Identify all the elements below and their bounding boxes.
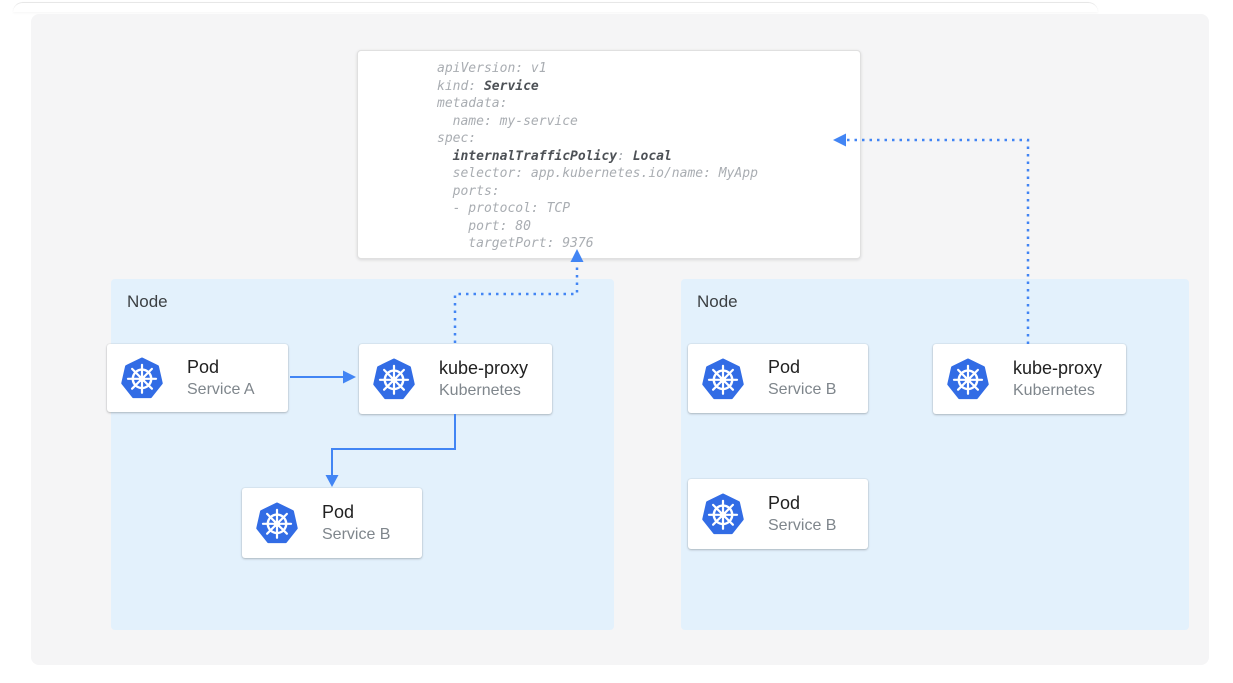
top-card-edge xyxy=(13,2,1098,12)
yaml-code-line: spec: xyxy=(437,131,477,146)
card-subtitle: Service B xyxy=(768,381,837,398)
pod-service-b-right-top-card: Pod Service B xyxy=(688,344,868,413)
yaml-code-line: internalTrafficPolicy: Local xyxy=(452,148,672,164)
kubernetes-logo-icon xyxy=(702,493,744,535)
diagram-panel: apiVersion: v1 kind: Service metadata: nam… xyxy=(31,14,1209,665)
node-left: Node xyxy=(111,279,614,630)
card-subtitle: Kubernetes xyxy=(439,381,521,399)
yaml-code-line: targetPort: 9376 xyxy=(437,236,594,251)
kube-proxy-right-card: kube-proxy Kubernetes xyxy=(933,344,1126,414)
card-title: kube-proxy xyxy=(1013,357,1103,378)
kubernetes-logo-icon xyxy=(373,358,415,400)
card-title: kube-proxy xyxy=(439,357,529,378)
kubernetes-logo-icon xyxy=(256,502,298,544)
service-yaml-code: apiVersion: v1 kind: Service metadata: nam… xyxy=(437,60,852,253)
card-subtitle: Service A xyxy=(187,380,255,398)
kubernetes-logo-icon xyxy=(121,357,163,399)
service-yaml-box: apiVersion: v1 kind: Service metadata: nam… xyxy=(357,50,861,259)
yaml-code-line: - protocol: TCP xyxy=(437,201,571,216)
yaml-code-line: name: my-service xyxy=(437,113,578,129)
card-subtitle: Kubernetes xyxy=(1013,381,1095,399)
pod-service-b-right-bottom-card: Pod Service B xyxy=(688,479,868,549)
yaml-code-line: port: 80 xyxy=(437,218,531,234)
kube-proxy-left-card: kube-proxy Kubernetes xyxy=(359,344,552,414)
card-subtitle: Service B xyxy=(322,525,391,543)
yaml-code-line: metadata: xyxy=(437,96,508,111)
pod-service-b-left-card: Pod Service B xyxy=(242,488,422,558)
kubernetes-logo-icon xyxy=(947,358,989,400)
card-subtitle: Service B xyxy=(768,516,837,534)
card-title: Pod xyxy=(768,357,801,377)
card-title: Pod xyxy=(768,492,801,513)
kubernetes-logo-icon xyxy=(702,358,744,399)
yaml-code-line: ports: xyxy=(437,183,500,199)
node-right: Node xyxy=(681,279,1189,630)
node-left-label: Node xyxy=(127,292,168,311)
card-title: Pod xyxy=(322,501,355,522)
pod-service-a-card: Pod Service A xyxy=(107,344,288,412)
yaml-code-line: apiVersion: v1 xyxy=(437,61,547,76)
card-title: Pod xyxy=(187,356,220,377)
node-right-label: Node xyxy=(697,292,738,311)
yaml-code-line: kind: Service xyxy=(437,78,539,94)
yaml-code-line: selector: app.kubernetes.io/name: MyApp xyxy=(437,166,758,181)
